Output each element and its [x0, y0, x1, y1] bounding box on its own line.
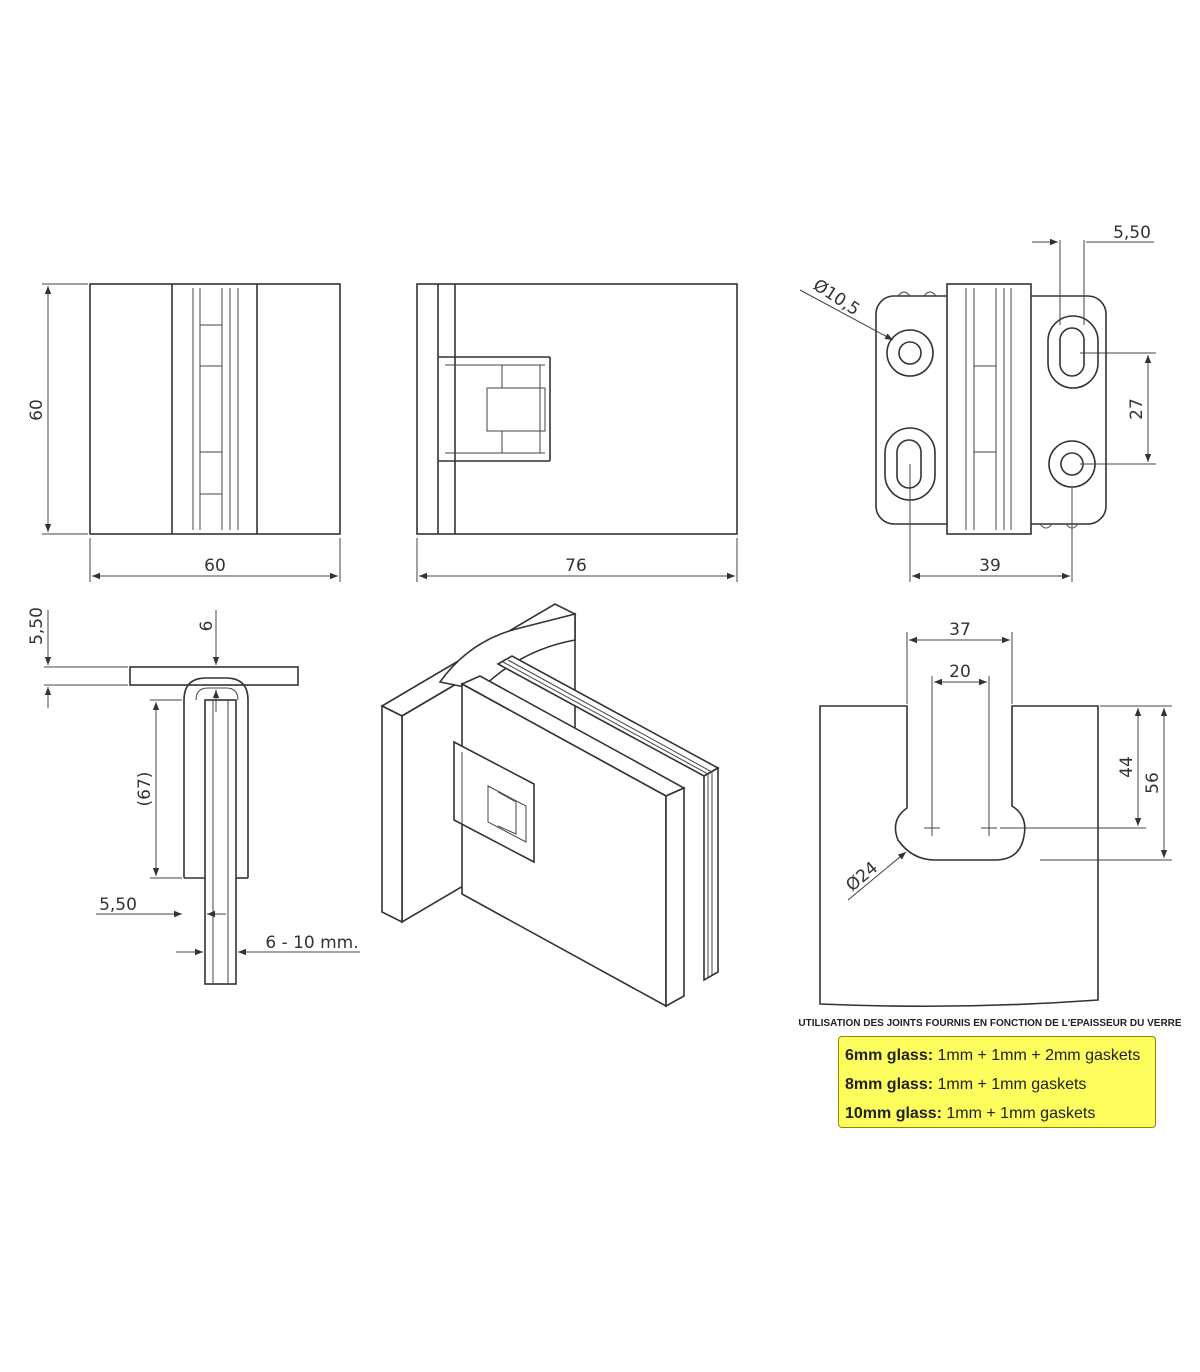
glass-thickness-cell: 10mm glass:	[845, 1105, 947, 1122]
gasket-row: 6mm glass: 1mm + 1mm + 2mm gaskets	[845, 1041, 1149, 1070]
gasket-cell: 1mm + 1mm + 2mm gaskets	[937, 1047, 1141, 1064]
hole-spacing-vertical-label: 27	[1127, 398, 1147, 420]
hole-spacing-horizontal-label: 39	[979, 556, 1001, 576]
back-view	[799, 238, 1156, 582]
glass-thickness-cell: 8mm glass:	[845, 1076, 938, 1093]
isometric-view	[380, 603, 720, 1008]
plate-thickness-label: 5,50	[27, 607, 47, 645]
front-height-label: 60	[27, 399, 47, 421]
gasket-cell: 1mm + 1mm gaskets	[937, 1076, 1087, 1093]
front-view	[42, 283, 341, 582]
slot-width-label: 5,50	[1113, 223, 1151, 243]
gasket-cell: 1mm + 1mm gaskets	[946, 1105, 1096, 1122]
notch-height-1-label: 44	[1117, 756, 1137, 778]
side-width-label: 76	[565, 556, 587, 576]
glass-thickness-label: 6 - 10 mm.	[265, 933, 358, 953]
glass-thickness-cell: 6mm glass:	[845, 1047, 938, 1064]
gasket-row: 8mm glass: 1mm + 1mm gaskets	[845, 1070, 1149, 1099]
front-width-label: 60	[204, 556, 226, 576]
notch-radius-label: Ø24	[842, 858, 882, 896]
section-view	[44, 610, 360, 985]
gasket-table: 6mm glass: 1mm + 1mm + 2mm gaskets 8mm g…	[838, 1036, 1156, 1128]
notch-height-2-label: 56	[1143, 772, 1163, 794]
notch-outer-label: 37	[949, 620, 971, 640]
side-view	[416, 283, 738, 582]
hole-diameter-label: Ø10,5	[809, 275, 863, 320]
gasket-notes-title: UTILISATION DES JOINTS FOURNIS EN FONCTI…	[798, 1018, 1182, 1029]
gap-label: 6	[197, 621, 217, 632]
gasket-row: 10mm glass: 1mm + 1mm gaskets	[845, 1099, 1149, 1128]
clamp-depth-label: (67)	[135, 772, 155, 807]
bottom-offset-label: 5,50	[99, 895, 137, 915]
notch-inner-label: 20	[949, 662, 971, 682]
glass-notch-view	[819, 632, 1172, 1008]
